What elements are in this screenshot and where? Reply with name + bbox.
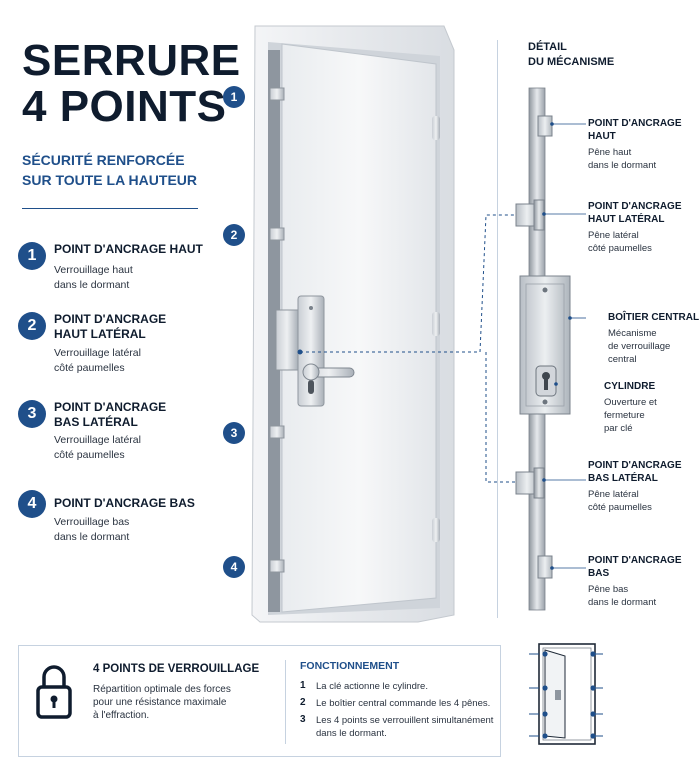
door-marker-2: 2 xyxy=(223,224,245,246)
summary-box xyxy=(18,645,501,757)
title-line-2: 4 POINTS xyxy=(22,82,227,131)
connector-origin xyxy=(297,349,303,355)
mech-label-bottom: POINT D'ANCRAGE BAS Pêne bas dans le dor… xyxy=(588,555,682,608)
mech-bolt-top xyxy=(537,115,553,137)
pointer-dot-6 xyxy=(550,566,554,570)
mechanism-illustration xyxy=(515,87,586,611)
page-subtitle: SÉCURITÉ RENFORCÉE SUR TOUTE LA HAUTEUR xyxy=(22,150,197,190)
door-marker-4: 4 xyxy=(223,556,245,578)
door-bolt-1 xyxy=(269,87,285,101)
door-illustration xyxy=(251,25,455,623)
mech-bolt-bottom xyxy=(537,555,553,579)
pointer-dot-3 xyxy=(568,316,572,320)
pointer-dot-1 xyxy=(550,122,554,126)
door-marker-3: 3 xyxy=(223,422,245,444)
lock-rail xyxy=(268,50,280,612)
pointer-dot-5 xyxy=(542,478,546,482)
door-keyhole xyxy=(308,380,314,394)
door-plate-screw xyxy=(309,306,313,310)
hinge-3 xyxy=(432,518,440,542)
header-divider xyxy=(22,208,198,209)
detail-title: DÉTAIL DU MÉCANISME xyxy=(528,41,615,68)
mech-screw-top xyxy=(542,287,548,293)
pointer-dot-4 xyxy=(554,382,558,386)
mech-central-inner xyxy=(525,283,565,407)
door-diagram-icon xyxy=(529,643,603,745)
point-badge-2: 2 xyxy=(18,312,46,340)
connector-bottom xyxy=(485,352,522,483)
connector-top xyxy=(300,214,522,353)
mech-screw-bottom xyxy=(542,399,548,405)
mech-bolt-upper-guide xyxy=(533,199,545,231)
mech-bolt-lower-guide xyxy=(533,467,545,499)
pointer-dot-2 xyxy=(542,212,546,216)
vertical-divider xyxy=(497,40,498,618)
summary-divider xyxy=(285,660,286,744)
point-badge-1: 1 xyxy=(18,242,46,270)
door-handle-rose xyxy=(302,363,320,381)
mech-label-cylinder: CYLINDRE Ouverture et fermeture par clé xyxy=(604,381,657,434)
mech-label-central-box: BOÎTIER CENTRAL Mécanisme de verrouillag… xyxy=(608,312,700,365)
padlock-icon xyxy=(36,665,72,719)
page-title: SERRURE 4 POINTS xyxy=(22,38,241,130)
point-title-4: POINT D'ANCRAGE BAS xyxy=(54,496,195,510)
subtitle-line-2: SUR TOUTE LA HAUTEUR xyxy=(22,172,197,188)
door-bolt-2 xyxy=(269,227,285,241)
fonctionnement-title: FONCTIONNEMENT xyxy=(300,660,400,672)
subtitle-line-1: SÉCURITÉ RENFORCÉE xyxy=(22,152,185,168)
mech-label-upper-lateral: POINT D'ANCRAGE HAUT LATÉRAL Pêne latéra… xyxy=(588,201,682,254)
point-badge-4: 4 xyxy=(18,490,46,518)
point-badge-3: 3 xyxy=(18,400,46,428)
mech-label-top: POINT D'ANCRAGE HAUT Pêne haut dans le d… xyxy=(588,118,682,171)
hinge-2 xyxy=(432,312,440,336)
door-bolt-4 xyxy=(269,559,285,573)
point-title-1: POINT D'ANCRAGE HAUT xyxy=(54,242,203,256)
door-marker-1: 1 xyxy=(223,86,245,108)
title-line-1: SERRURE xyxy=(22,36,241,85)
door-bolt-3 xyxy=(269,425,285,439)
door-leaf xyxy=(281,43,437,613)
mech-cylinder-slot xyxy=(544,378,548,390)
summary-desc: Répartition optimale des forces pour une… xyxy=(93,684,231,721)
hinge-1 xyxy=(432,116,440,140)
summary-title: 4 POINTS DE VERROUILLAGE xyxy=(93,663,260,675)
mech-label-lower-lateral: POINT D'ANCRAGE BAS LATÉRAL Pêne latéral… xyxy=(588,460,682,513)
